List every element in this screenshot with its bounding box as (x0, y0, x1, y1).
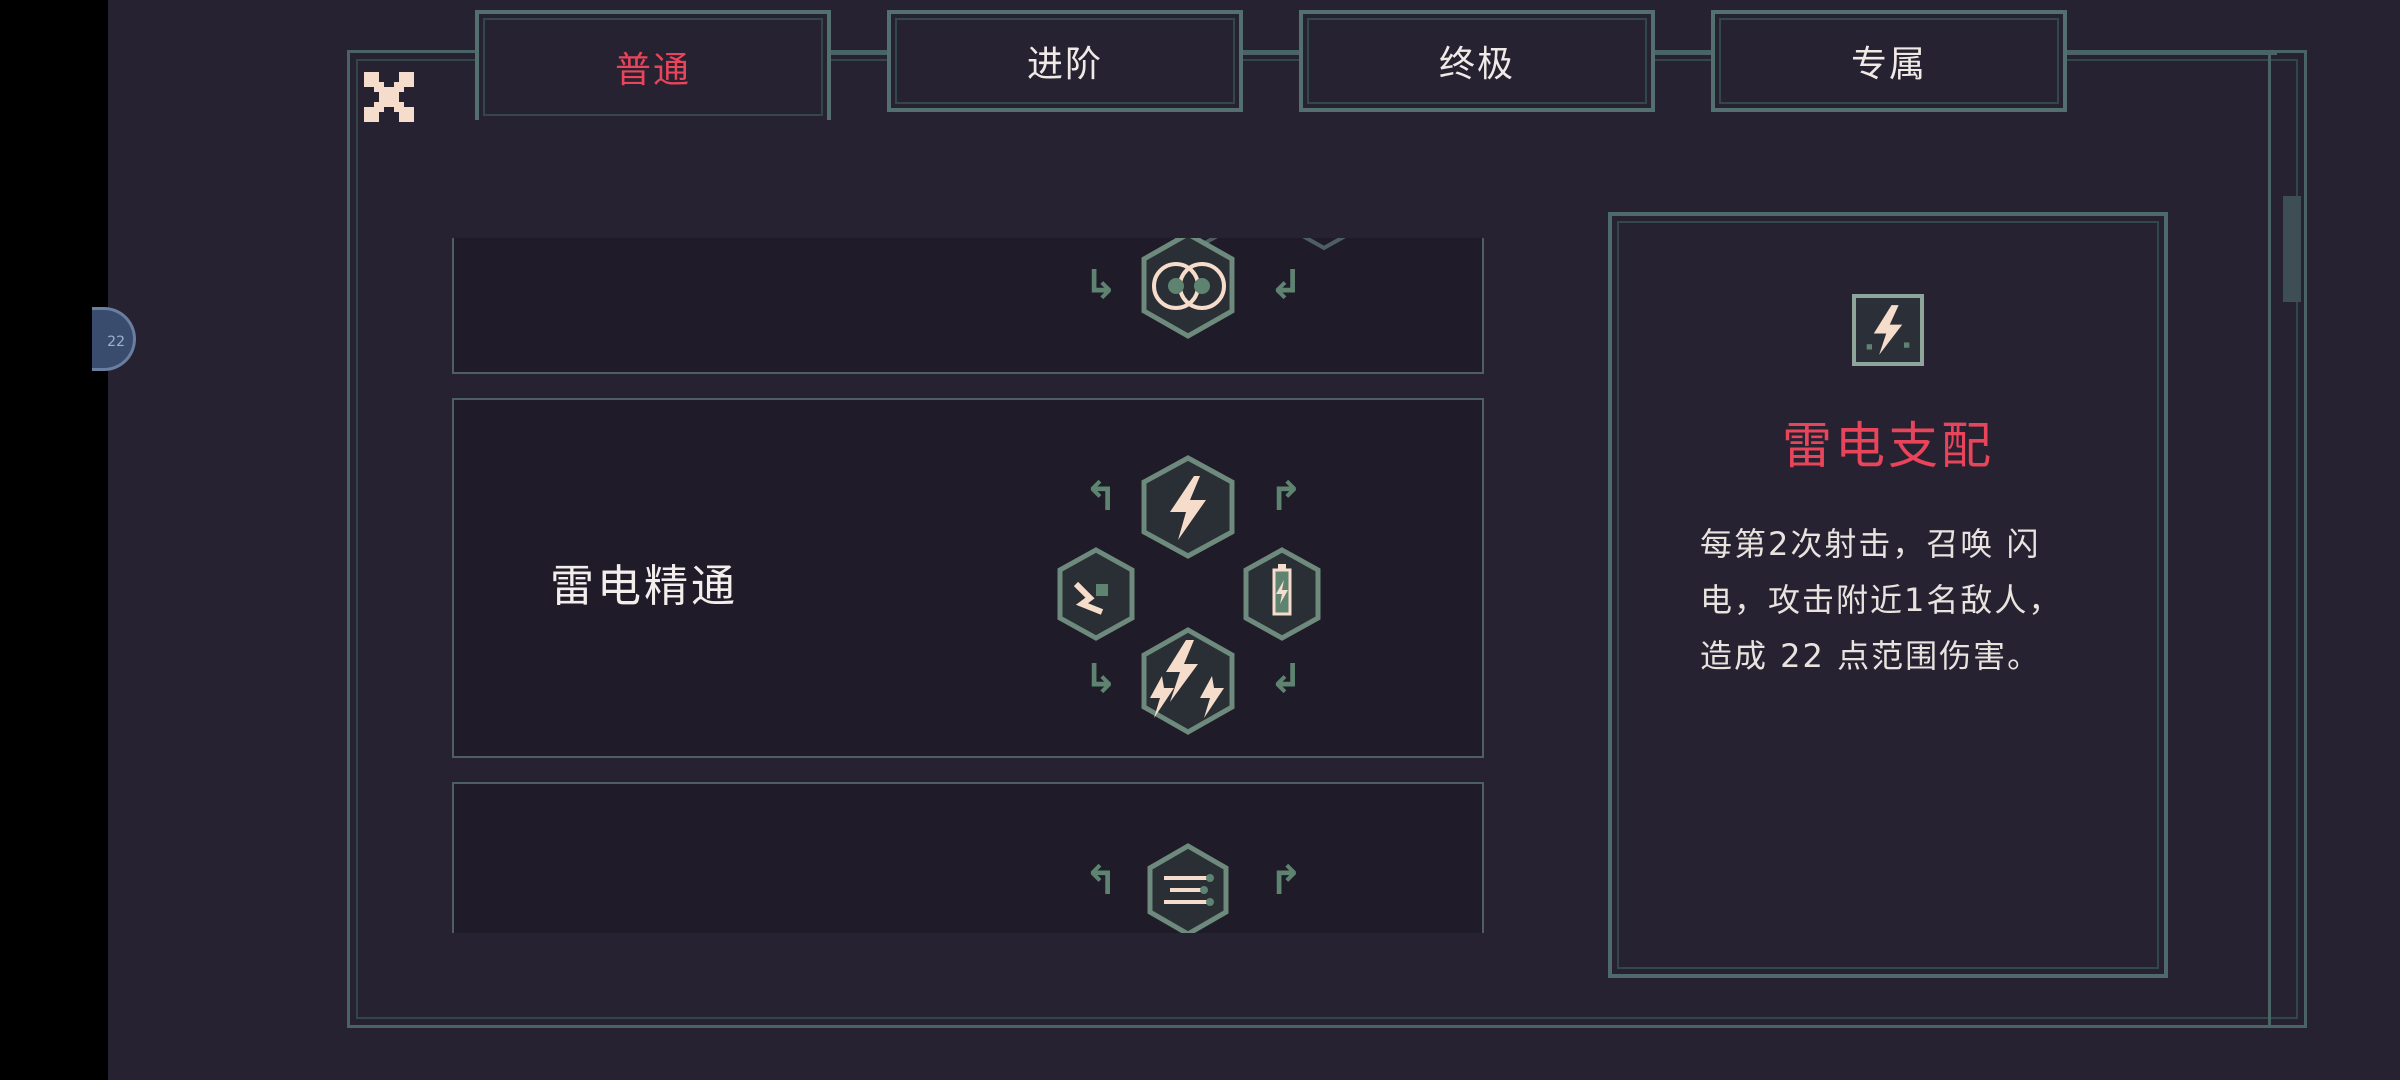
tab-advanced[interactable]: 进阶 (887, 10, 1243, 112)
tab-exclusive-label: 专属 (1850, 44, 1927, 85)
skill-detail-title: 雷电支配 (1782, 417, 1994, 475)
skill-detail-description-line: 电，攻击附近1名敌人， (1700, 581, 2063, 619)
pulse-icon (1057, 547, 1135, 641)
tab-connector (2067, 50, 2277, 55)
skill-card[interactable]: ↰ ↱ (452, 782, 1484, 933)
battery-icon (1243, 547, 1321, 641)
skill-card[interactable]: ↳ ↲ (452, 238, 1484, 374)
tab-ultimate-label: 终极 (1438, 44, 1515, 85)
skill-detail-description: 每第2次射击，召唤 闪 电，攻击附近1名敌人， 造成 22 点范围伤害。 (1700, 516, 2100, 684)
skill-detail-panel: 雷电支配 每第2次射击，召唤 闪 电，攻击附近1名敌人， 造成 22 点范围伤害… (1608, 212, 2168, 978)
close-icon[interactable] (364, 72, 414, 122)
lightning-icon (1141, 455, 1235, 559)
skill-detail-description-line: 造成 22 点范围伤害。 (1700, 637, 2042, 675)
tab-normal[interactable]: 普通 (475, 10, 831, 120)
arrow-curve-left-icon: ↰ (1084, 474, 1118, 520)
letterbox-left (0, 0, 108, 1080)
skill-list[interactable]: ↳ ↲ 雷电精通 ↰ ↱ ↳ ↲ (452, 238, 1484, 933)
arrow-up-right-icon: ↳ (1084, 262, 1118, 308)
arrows-icon (1147, 843, 1229, 933)
tab-connector (1243, 50, 1303, 55)
skill-card-title: 雷电精通 (550, 561, 738, 612)
tab-exclusive[interactable]: 专属 (1711, 10, 2067, 112)
arrow-up-right-icon: ↳ (1084, 656, 1118, 702)
tab-normal-label: 普通 (614, 50, 691, 91)
arrow-curve-right-icon: ↱ (1269, 474, 1303, 520)
thunderstorm-icon (1141, 627, 1235, 735)
lightning-icon (1852, 294, 1924, 366)
skill-detail-description-line: 每第2次射击，召唤 闪 (1700, 525, 2041, 563)
arrow-up-left-icon: ↲ (1269, 262, 1303, 308)
skill-card[interactable]: 雷电精通 ↰ ↱ ↳ ↲ (452, 398, 1484, 758)
hex-frame-icon (1302, 238, 1346, 251)
floating-badge-text: 22 (107, 334, 125, 350)
arrow-curve-right-icon: ↱ (1269, 858, 1303, 904)
arrow-curve-left-icon: ↰ (1084, 858, 1118, 904)
floating-badge[interactable]: 22 (92, 307, 136, 371)
tab-connector (1655, 50, 1715, 55)
tab-ultimate[interactable]: 终极 (1299, 10, 1655, 112)
tab-connector (831, 50, 891, 55)
panel-scrollbar[interactable] (2268, 50, 2310, 1028)
scroll-thumb[interactable] (2283, 196, 2301, 302)
tab-advanced-label: 进阶 (1026, 44, 1103, 85)
bubble-icon (1141, 238, 1235, 339)
arrow-up-left-icon: ↲ (1269, 656, 1303, 702)
